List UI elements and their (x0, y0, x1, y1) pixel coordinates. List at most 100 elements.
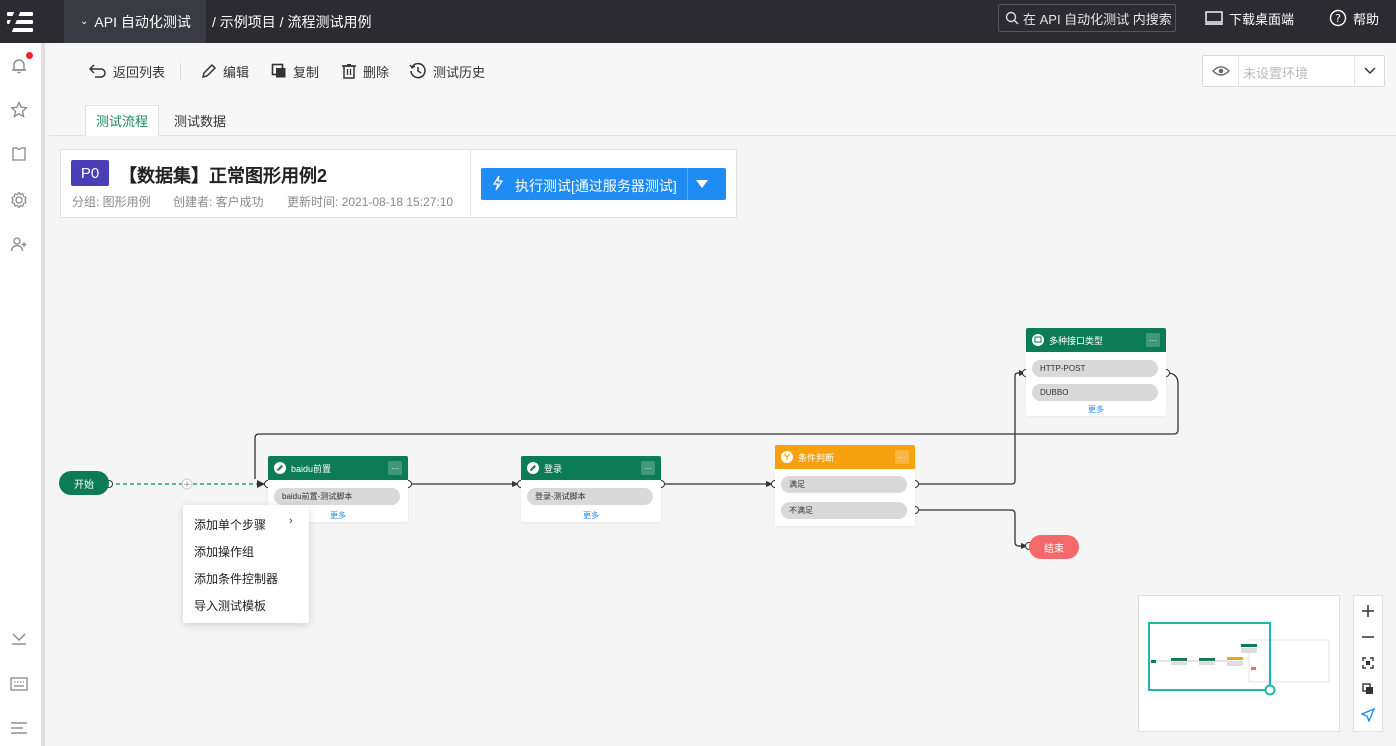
connection-line (915, 509, 1028, 547)
more-options-icon[interactable]: ··· (895, 450, 909, 464)
search-icon (1005, 11, 1019, 25)
minimap-preview (1148, 622, 1330, 696)
add-step-port (181, 478, 193, 490)
branch-icon (781, 451, 793, 463)
project-name: API 自动化测试 (94, 13, 191, 30)
fit-view-icon[interactable] (1354, 650, 1382, 676)
zoom-out-icon[interactable] (1354, 624, 1382, 650)
star-icon[interactable] (8, 99, 30, 121)
start-node[interactable]: 开始 (59, 471, 109, 495)
minimap[interactable] (1138, 595, 1340, 732)
node-title: 登录 (544, 463, 563, 474)
back-label: 返回列表 (113, 64, 166, 80)
environment-placeholder: 未设置环境 (1243, 66, 1309, 81)
menu-icon[interactable] (8, 717, 30, 739)
case-updated-time: 更新时间: 2021-08-18 15:27:10 (287, 195, 454, 209)
more-link[interactable]: 更多 (583, 511, 599, 520)
test-history-button[interactable]: 测试历史 (409, 61, 485, 81)
help-icon: ? (1329, 9, 1347, 27)
locate-icon[interactable] (1354, 702, 1382, 728)
app-logo-icon[interactable] (0, 0, 40, 43)
arrow-head (766, 481, 773, 487)
node-header: 条件判断 ··· (775, 445, 915, 469)
keyboard-icon[interactable] (8, 673, 30, 695)
run-test-button[interactable]: 执行测试[通过服务器测试] (481, 168, 726, 200)
case-toolbar: 返回列表 编辑 复制 删除 测试历史 未设置环境 测试流程 测试数据 (49, 43, 1396, 136)
help-label: 帮助 (1353, 11, 1380, 27)
eye-icon[interactable] (1203, 56, 1239, 86)
step-item[interactable]: HTTP-POST (1032, 360, 1158, 377)
menu-item-add-group[interactable]: 添加操作组 (194, 545, 255, 559)
pencil-icon (274, 462, 286, 474)
case-group: 分组: 图形用例 (72, 195, 151, 209)
run-test-label: 执行测试[通过服务器测试] (515, 178, 677, 194)
more-options-icon[interactable]: ··· (641, 461, 655, 475)
environment-select[interactable]: 未设置环境 (1202, 55, 1385, 87)
pencil-icon (201, 63, 217, 79)
node-header: 登录 ··· (521, 456, 661, 480)
return-icon (89, 64, 106, 78)
menu-item-add-condition[interactable]: 添加条件控制器 (194, 572, 279, 586)
copy-label: 复制 (293, 64, 320, 80)
node-title: 条件判断 (798, 452, 835, 463)
history-label: 测试历史 (433, 64, 486, 80)
caret-down-icon[interactable] (695, 177, 709, 193)
node-title: 多种接口类型 (1049, 335, 1104, 346)
test-case-card: P0 【数据集】正常图形用例2 分组: 图形用例 创建者: 客户成功 更新时间:… (60, 149, 737, 218)
pencil-icon (527, 462, 539, 474)
edit-button[interactable]: 编辑 (201, 61, 249, 81)
arrow-head (257, 480, 265, 488)
toolbar-divider (180, 63, 181, 79)
branch-satisfied[interactable]: 满足 (781, 476, 907, 493)
copy-icon (271, 63, 286, 78)
more-options-icon[interactable]: ··· (1146, 333, 1160, 347)
more-options-icon[interactable]: ··· (388, 461, 402, 475)
add-user-icon[interactable] (8, 233, 30, 255)
search-input[interactable]: 在 API 自动化测试 内搜索 (998, 4, 1176, 32)
tab-test-data[interactable]: 测试数据 (174, 114, 227, 129)
delete-button[interactable]: 删除 (341, 61, 389, 81)
copy-layout-icon[interactable] (1354, 676, 1382, 702)
copy-button[interactable]: 复制 (271, 61, 319, 81)
help-link[interactable]: ? 帮助 (1329, 0, 1379, 36)
zoom-in-icon[interactable] (1354, 598, 1382, 624)
shirt-icon[interactable] (8, 143, 30, 165)
gear-icon[interactable] (8, 189, 30, 211)
tab-test-flow[interactable]: 测试流程 (85, 105, 160, 136)
menu-item-add-single-step[interactable]: 添加单个步骤 (194, 518, 267, 532)
loop-connection-line (254, 372, 1179, 479)
case-title: 【数据集】正常图形用例2 (119, 166, 328, 186)
step-item[interactable]: 登录-测试脚本 (527, 488, 653, 505)
notification-dot (26, 52, 33, 59)
case-creator: 创建者: 客户成功 (173, 195, 264, 209)
run-button-divider (687, 168, 688, 200)
flow-node-interface-types[interactable]: 多种接口类型 ··· HTTP-POST DUBBO 更多 (1026, 328, 1166, 416)
priority-badge: P0 (71, 160, 109, 186)
project-switcher[interactable]: ⌄ API 自动化测试 (64, 0, 206, 43)
connection-line (915, 372, 1025, 485)
download-desktop-link[interactable]: 下载桌面端 (1205, 0, 1294, 36)
menu-item-import-template[interactable]: 导入测试模板 (194, 599, 267, 613)
step-item[interactable]: baidu前置-测试脚本 (274, 488, 400, 505)
collapse-down-icon[interactable] (8, 628, 30, 650)
card-divider (470, 150, 471, 217)
history-icon (409, 62, 426, 79)
node-title: baidu前置 (291, 463, 332, 474)
flow-node-condition[interactable]: 条件判断 ··· 满足 不满足 (775, 445, 915, 526)
monitor-icon (1205, 11, 1223, 25)
chat-icon (1032, 334, 1044, 346)
more-link[interactable]: 更多 (1088, 405, 1104, 414)
chevron-down-icon[interactable] (1354, 56, 1384, 86)
branch-not-satisfied[interactable]: 不满足 (781, 502, 907, 519)
bell-icon[interactable] (8, 55, 30, 77)
svg-text:?: ? (1335, 12, 1341, 25)
delete-label: 删除 (363, 64, 390, 80)
end-node[interactable]: 结束 (1029, 535, 1079, 559)
node-header: 多种接口类型 ··· (1026, 328, 1166, 352)
more-link[interactable]: 更多 (330, 511, 346, 520)
step-item[interactable]: DUBBO (1032, 384, 1158, 401)
add-step-context-menu: 添加单个步骤 › 添加操作组 添加条件控制器 导入测试模板 (183, 505, 309, 623)
back-to-list-button[interactable]: 返回列表 (89, 61, 165, 81)
flow-canvas[interactable]: + 开始 baidu前置 ··· baidu前置-测试脚本 更多 登录 ··· … (49, 136, 1396, 746)
flow-node-login[interactable]: 登录 ··· 登录-测试脚本 更多 (521, 456, 661, 522)
